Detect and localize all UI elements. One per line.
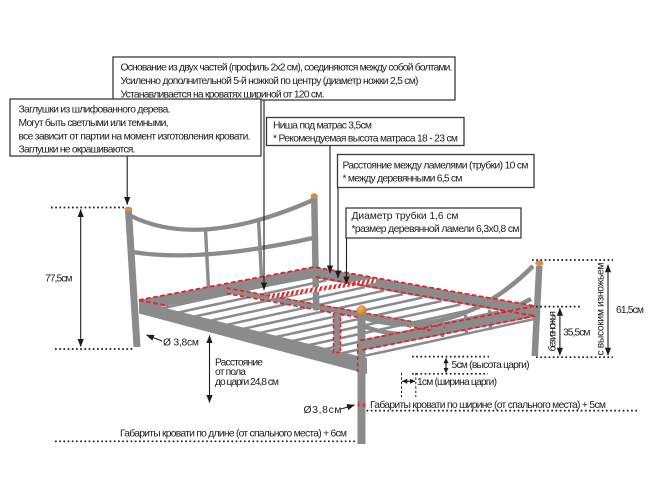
svg-text:Габариты кровати по длине (от: Габариты кровати по длине (от спального … [120, 428, 347, 440]
svg-text:Заглушки из шлифованного дерев: Заглушки из шлифованного дерева. [19, 104, 171, 116]
svg-text:от пола: от пола [215, 367, 246, 378]
svg-text:*размер деревянной ламели 6,3х: *размер деревянной ламели 6,3х0,8 см [352, 224, 520, 235]
svg-text:Ø 3,8см: Ø 3,8см [163, 338, 199, 349]
svg-text:61,5см: 61,5см [616, 305, 644, 316]
svg-text:77,5см: 77,5см [45, 274, 73, 285]
svg-text:Заглушки не окрашиваются.: Заглушки не окрашиваются. [19, 145, 136, 156]
svg-text:Расстояние: Расстояние [215, 358, 263, 369]
svg-text:* между деревянными 6,5 см: * между деревянными 6,5 см [343, 174, 463, 185]
svg-text:с высоким изножьем: с высоким изножьем [596, 263, 607, 356]
svg-text:до царги 24,8 см: до царги 24,8 см [215, 377, 279, 388]
svg-text:35,5см: 35,5см [563, 328, 591, 339]
svg-text:* Рекомендуемая высота матраса: * Рекомендуемая высота матраса 18 - 23 с… [273, 134, 458, 145]
svg-text:Расстояние между ламелями (тру: Расстояние между ламелями (трубки) 10 см [343, 160, 529, 172]
svg-text:Ниша под матрас 3,5см: Ниша под матрас 3,5см [273, 121, 372, 132]
svg-text:1см (ширина царги): 1см (ширина царги) [417, 377, 497, 388]
svg-text:Ø3,8см: Ø3,8см [304, 405, 342, 416]
svg-text:без изножья: без изножья [547, 311, 559, 352]
svg-text:Устанавливается на кроватях ши: Устанавливается на кроватях шириной от 1… [121, 90, 325, 101]
svg-text:все зависит от партии на момен: все зависит от партии на момент изготовл… [19, 132, 251, 143]
svg-text:Усиленно дополнительной 5-й но: Усиленно дополнительной 5-й ножкой по це… [121, 76, 419, 87]
svg-text:5см (высота царги): 5см (высота царги) [452, 360, 530, 371]
svg-text:Диаметр трубки 1,6 см: Диаметр трубки 1,6 см [352, 210, 459, 222]
svg-text:Могут быть светлыми или темным: Могут быть светлыми или темными, [19, 117, 169, 129]
svg-text:Основание из двух частей (проф: Основание из двух частей (профиль 2х2 см… [121, 62, 453, 74]
svg-text:Габариты кровати по ширине (от: Габариты кровати по ширине (от спального… [370, 399, 606, 411]
